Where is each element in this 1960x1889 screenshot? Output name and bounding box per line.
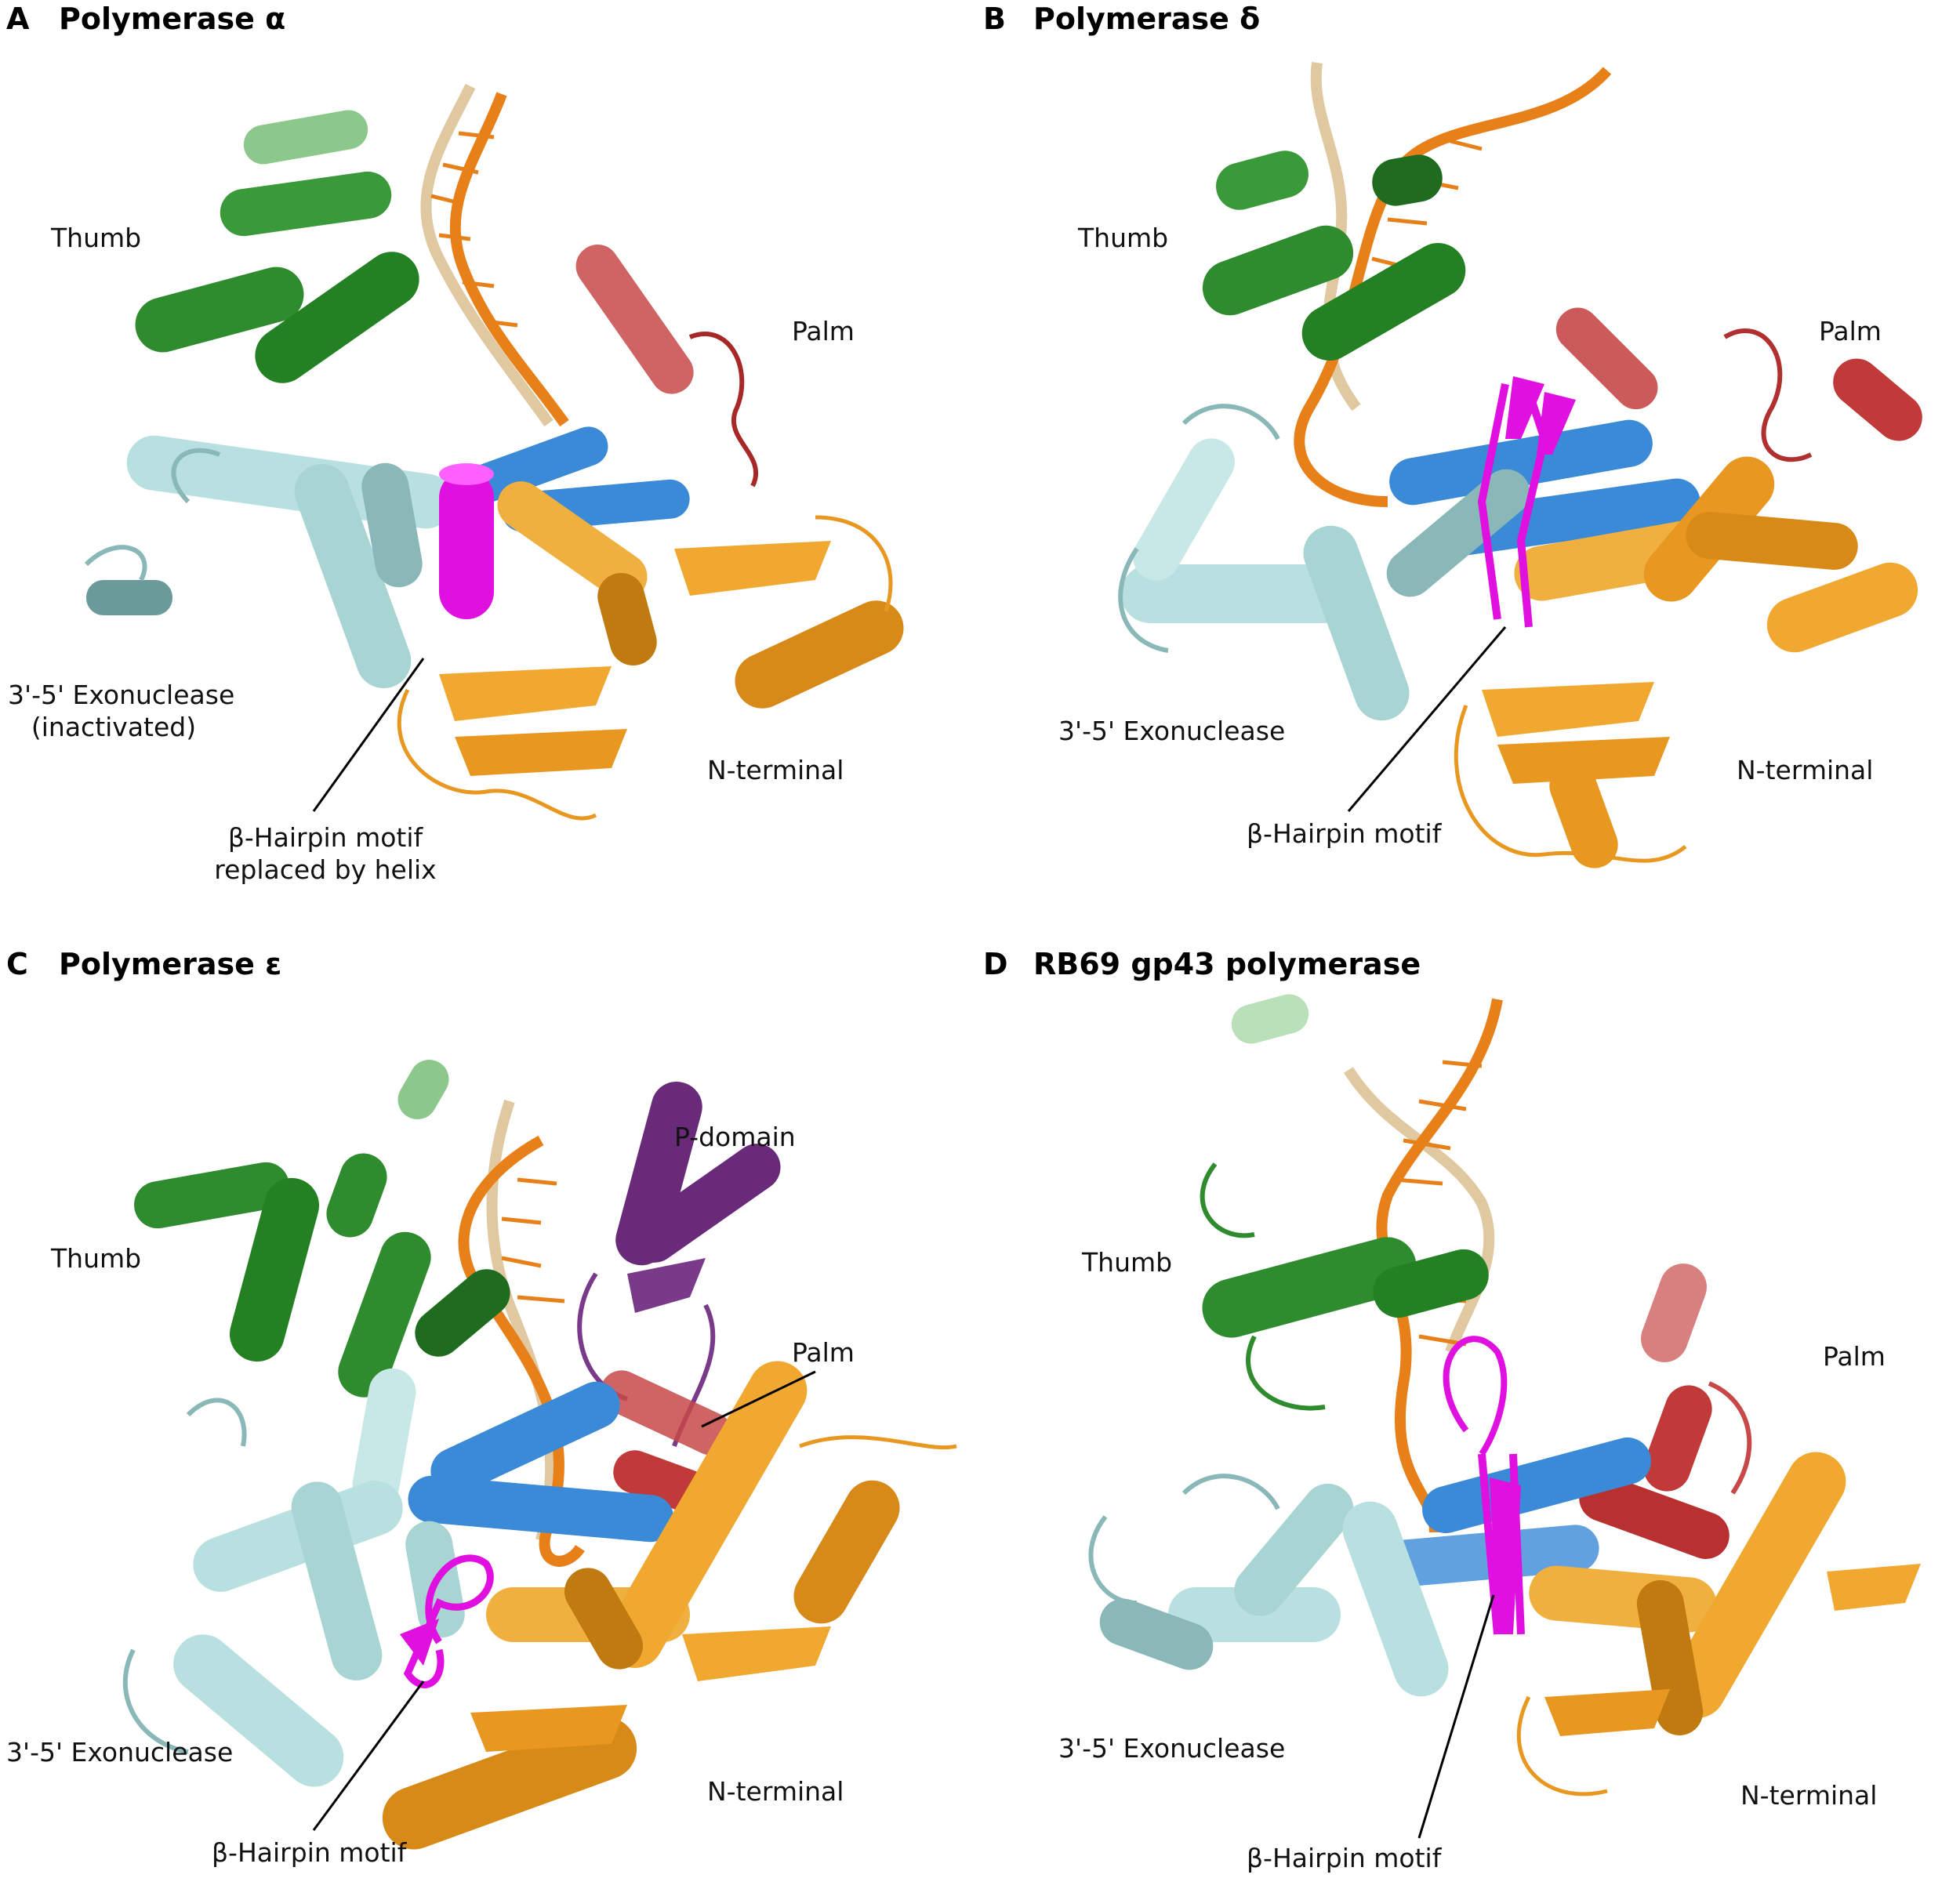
beta-hairpin: [400, 1554, 494, 1688]
label-exonuclease: 3'-5' Exonuclease: [1058, 716, 1286, 746]
label-exonuclease: 3'-5' Exonuclease: [1058, 1733, 1286, 1764]
panel-title: Polymerase ε: [59, 947, 282, 981]
label-p-domain: P-domain: [674, 1122, 796, 1152]
panel-title: Polymerase δ: [1033, 2, 1261, 36]
thumb-domain: [134, 1060, 510, 1398]
n-terminal-domain: [382, 1361, 957, 1850]
exonuclease-domain: [84, 435, 454, 689]
palm-domain: [1555, 307, 1922, 462]
label-exonuclease-name: 3'-5' Exonuclease: [8, 680, 235, 710]
palm-leader-line: [701, 1370, 816, 1428]
label-hairpin: β-Hairpin motif: [1247, 1843, 1442, 1873]
label-hairpin: β-Hairpin motif: [1247, 818, 1442, 849]
exonuclease-domain: [122, 1368, 465, 1787]
hairpin-leader-line: [312, 1681, 425, 1831]
label-n-terminal: N-terminal: [707, 755, 844, 785]
hairpin-helix: [439, 463, 494, 619]
fingers-domain: [408, 1381, 674, 1543]
label-hairpin: β-Hairpin motif: [212, 1837, 407, 1868]
label-thumb: Thumb: [51, 1243, 142, 1274]
thumb-domain: [1200, 994, 1489, 1411]
panel-a: A Polymerase α Thumb Palm 3'-5' Exonucle…: [0, 0, 980, 944]
label-palm: Palm: [1819, 316, 1882, 346]
label-thumb: Thumb: [1078, 223, 1169, 253]
n-terminal-domain: [1516, 1452, 1921, 1797]
beta-hairpin: [1477, 376, 1576, 628]
label-hairpin: β-Hairpin motif replaced by helix: [196, 821, 455, 886]
beta-hairpin: [1443, 1336, 1525, 1635]
panel-letter: A: [6, 2, 30, 36]
fingers-domain: [1389, 419, 1700, 557]
hairpin-leader-line: [312, 658, 425, 812]
palm-domain: [575, 245, 759, 488]
n-terminal-domain: [1454, 456, 1918, 868]
p-domain: [577, 1081, 781, 1447]
panel-letter: B: [983, 2, 1006, 36]
exonuclease-domain: [1118, 404, 1530, 721]
label-n-terminal: N-terminal: [707, 1776, 844, 1807]
dna-duplex: [420, 83, 569, 427]
panel-c: C Polymerase ε Thumb P-domain Palm 3'-5'…: [0, 944, 980, 1889]
structure-render-d: [1088, 994, 1921, 1839]
structure-render-b: [1118, 62, 1922, 868]
label-exonuclease-note: (inactivated): [31, 712, 197, 743]
structure-render-c: [122, 1060, 957, 1850]
panel-title: Polymerase α: [59, 2, 286, 36]
panel-title: RB69 gp43 polymerase: [1033, 947, 1421, 981]
panel-letter: D: [983, 947, 1008, 981]
thumb-domain: [1202, 150, 1466, 361]
palm-domain: [1579, 1264, 1752, 1559]
hairpin-leader-line: [1347, 626, 1507, 812]
n-terminal-domain: [397, 481, 904, 821]
label-n-terminal: N-terminal: [1740, 1780, 1878, 1811]
label-palm: Palm: [792, 316, 855, 346]
thumb-domain: [135, 110, 419, 383]
dna-duplex: [458, 1099, 585, 1567]
hairpin-leader-line: [1417, 1594, 1495, 1839]
label-thumb: Thumb: [51, 223, 142, 253]
panel-b: B Polymerase δ Thumb Palm 3'-5' Exonucle…: [980, 0, 1960, 944]
structure-render-a: [84, 83, 904, 821]
label-hairpin-note: replaced by helix: [214, 854, 437, 886]
exonuclease-domain: [1088, 1474, 1449, 1697]
label-thumb: Thumb: [1082, 1247, 1173, 1278]
label-hairpin-name: β-Hairpin motif: [227, 822, 423, 853]
label-n-terminal: N-terminal: [1737, 755, 1874, 785]
panel-letter: C: [6, 947, 28, 981]
label-exonuclease: 3'-5' Exonuclease: [6, 1737, 234, 1768]
panel-d: D RB69 gp43 polymerase Thumb Palm 3'-5' …: [980, 944, 1960, 1889]
label-exonuclease: 3'-5' Exonuclease (inactivated): [8, 679, 235, 744]
label-palm: Palm: [1823, 1341, 1886, 1372]
label-palm: Palm: [792, 1337, 855, 1368]
